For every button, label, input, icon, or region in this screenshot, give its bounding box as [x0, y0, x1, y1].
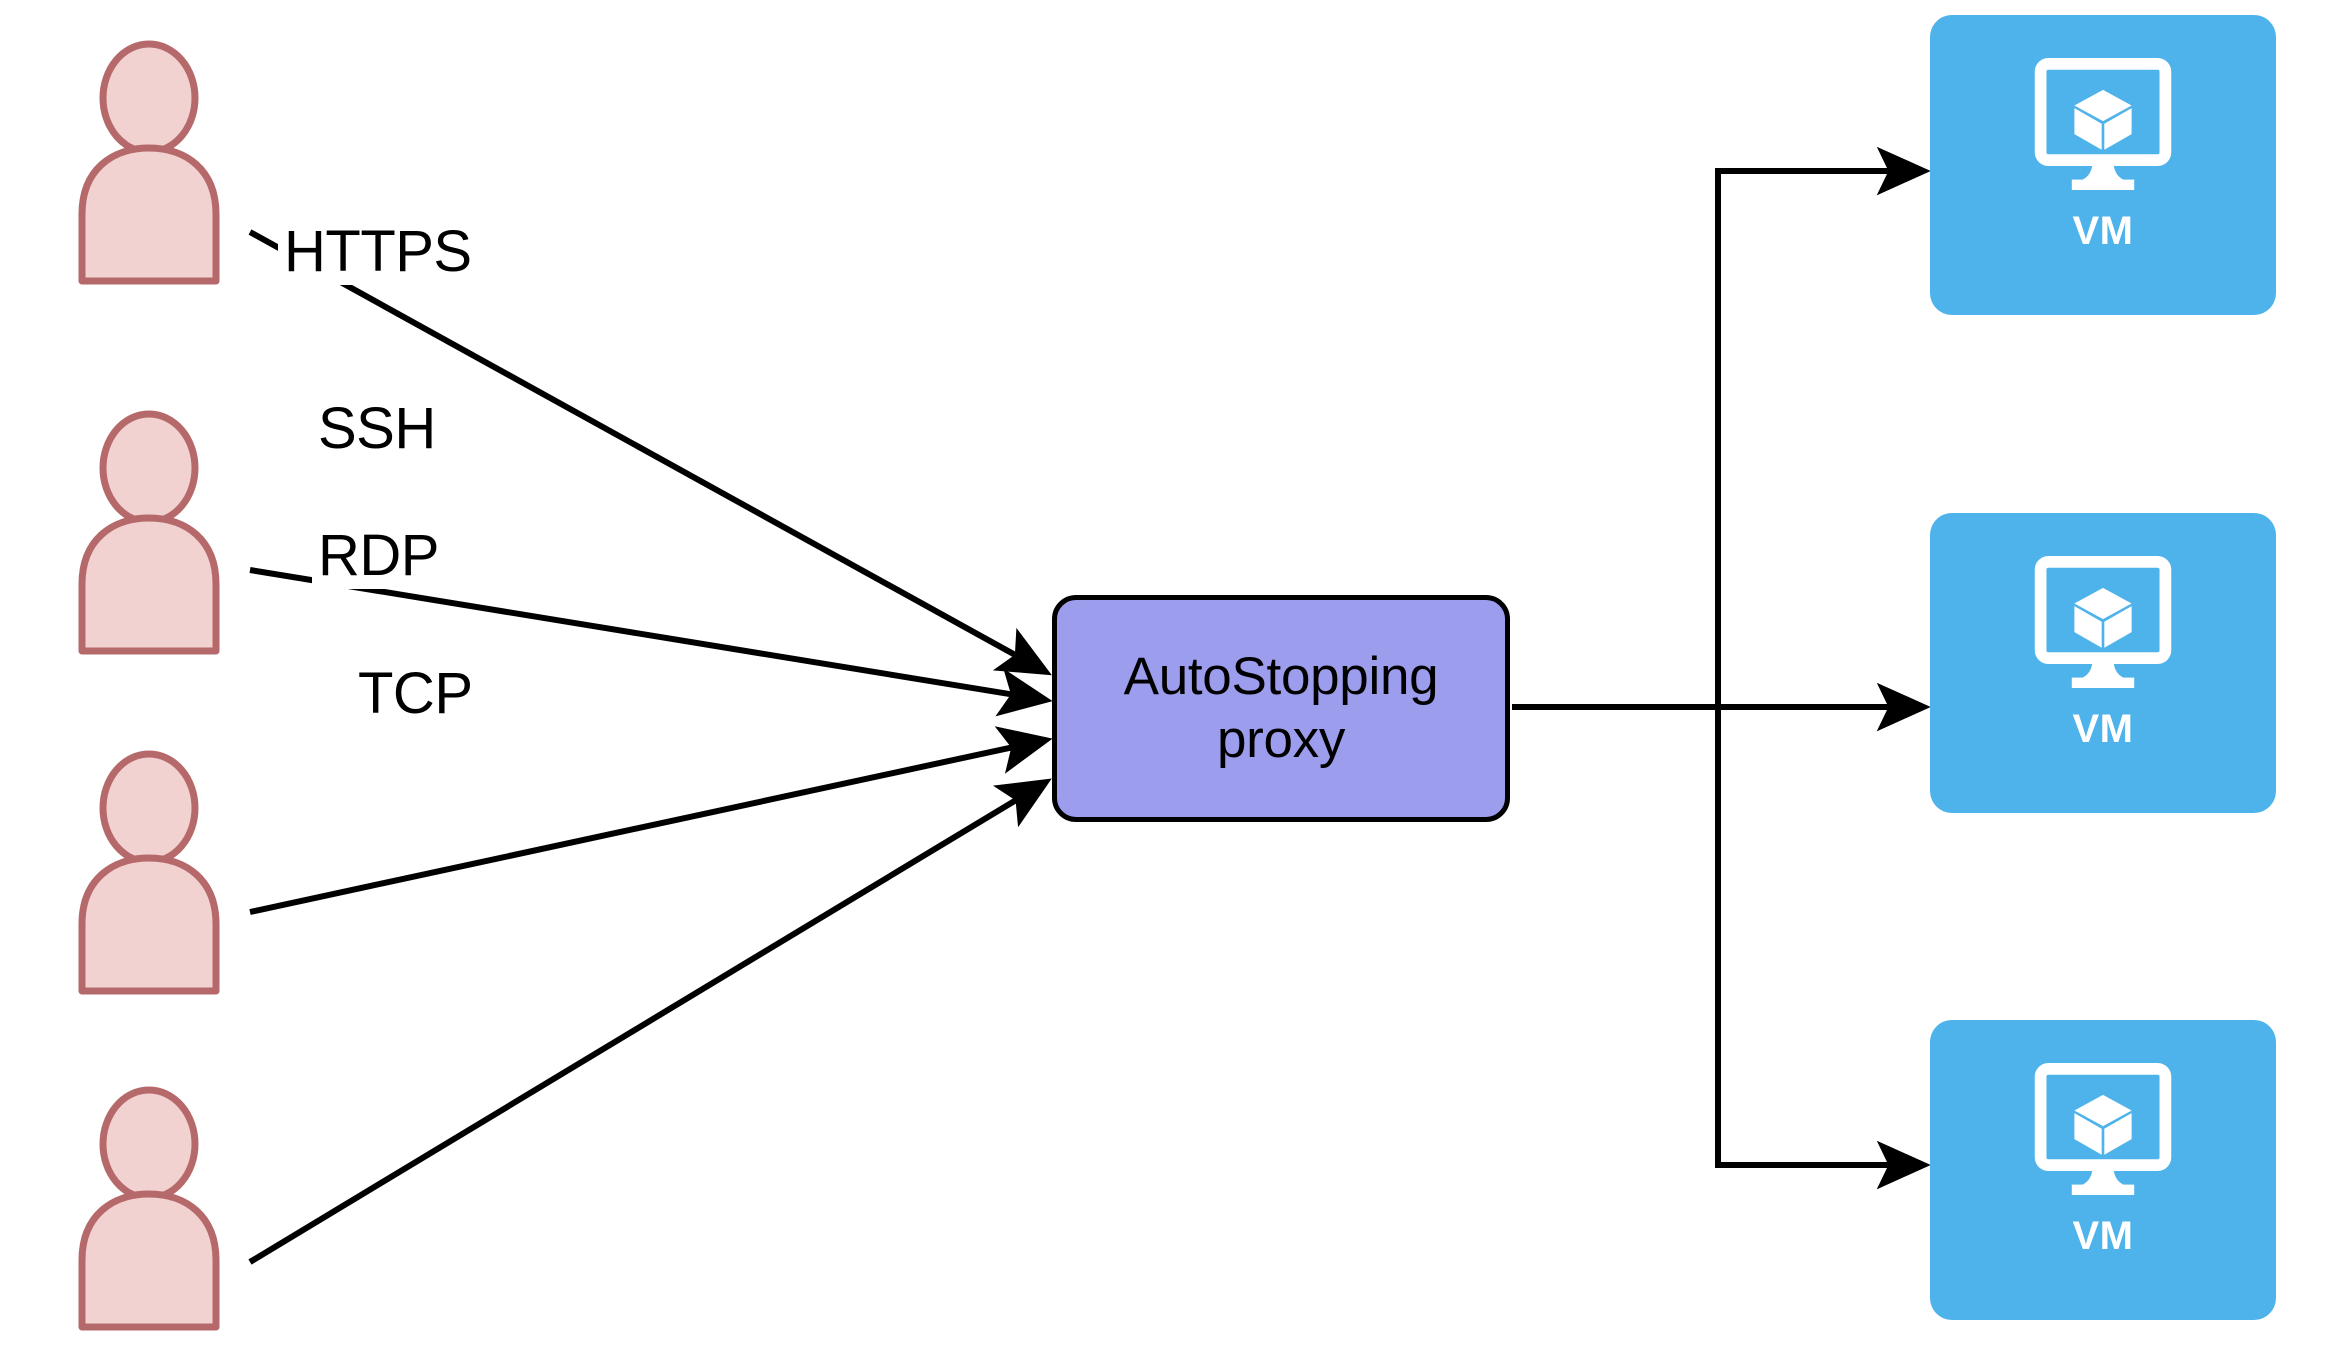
proxy-label-line1: AutoStopping — [1123, 646, 1439, 706]
person-icon — [78, 1086, 220, 1331]
autostopping-proxy-node[interactable]: AutoStopping proxy — [1052, 595, 1510, 822]
actor-user-1[interactable] — [62, 36, 262, 291]
edge-label-ssh: SSH — [312, 395, 442, 462]
vm-monitor-icon — [2034, 556, 2172, 688]
vm-node-3[interactable]: VM — [1930, 1020, 2276, 1320]
actor-user-3[interactable] — [62, 746, 262, 1001]
proxy-label: AutoStopping proxy — [1124, 646, 1439, 771]
person-icon — [78, 750, 220, 995]
connector-https — [248, 229, 1052, 676]
vm-monitor-icon — [2034, 58, 2172, 190]
actor-user-2[interactable] — [62, 406, 262, 661]
vm-node-1[interactable]: VM — [1930, 15, 2276, 315]
proxy-label-line2: proxy — [1216, 709, 1346, 769]
actor-user-4[interactable] — [62, 1082, 262, 1337]
person-icon — [78, 410, 220, 655]
vm-label: VM — [2072, 209, 2134, 253]
edge-label-https: HTTPS — [278, 218, 478, 285]
edge-label-rdp: RDP — [312, 522, 445, 589]
connector-ssh — [249, 567, 1053, 717]
vm-node-2[interactable]: VM — [1930, 513, 2276, 813]
vm-label: VM — [2072, 1214, 2134, 1258]
vm-label: VM — [2072, 707, 2134, 751]
edge-label-tcp: TCP — [352, 660, 479, 727]
vm-monitor-icon — [2034, 1063, 2172, 1195]
connector-tcp — [248, 778, 1052, 1265]
connector-rdp — [249, 726, 1053, 915]
person-icon — [78, 40, 220, 285]
